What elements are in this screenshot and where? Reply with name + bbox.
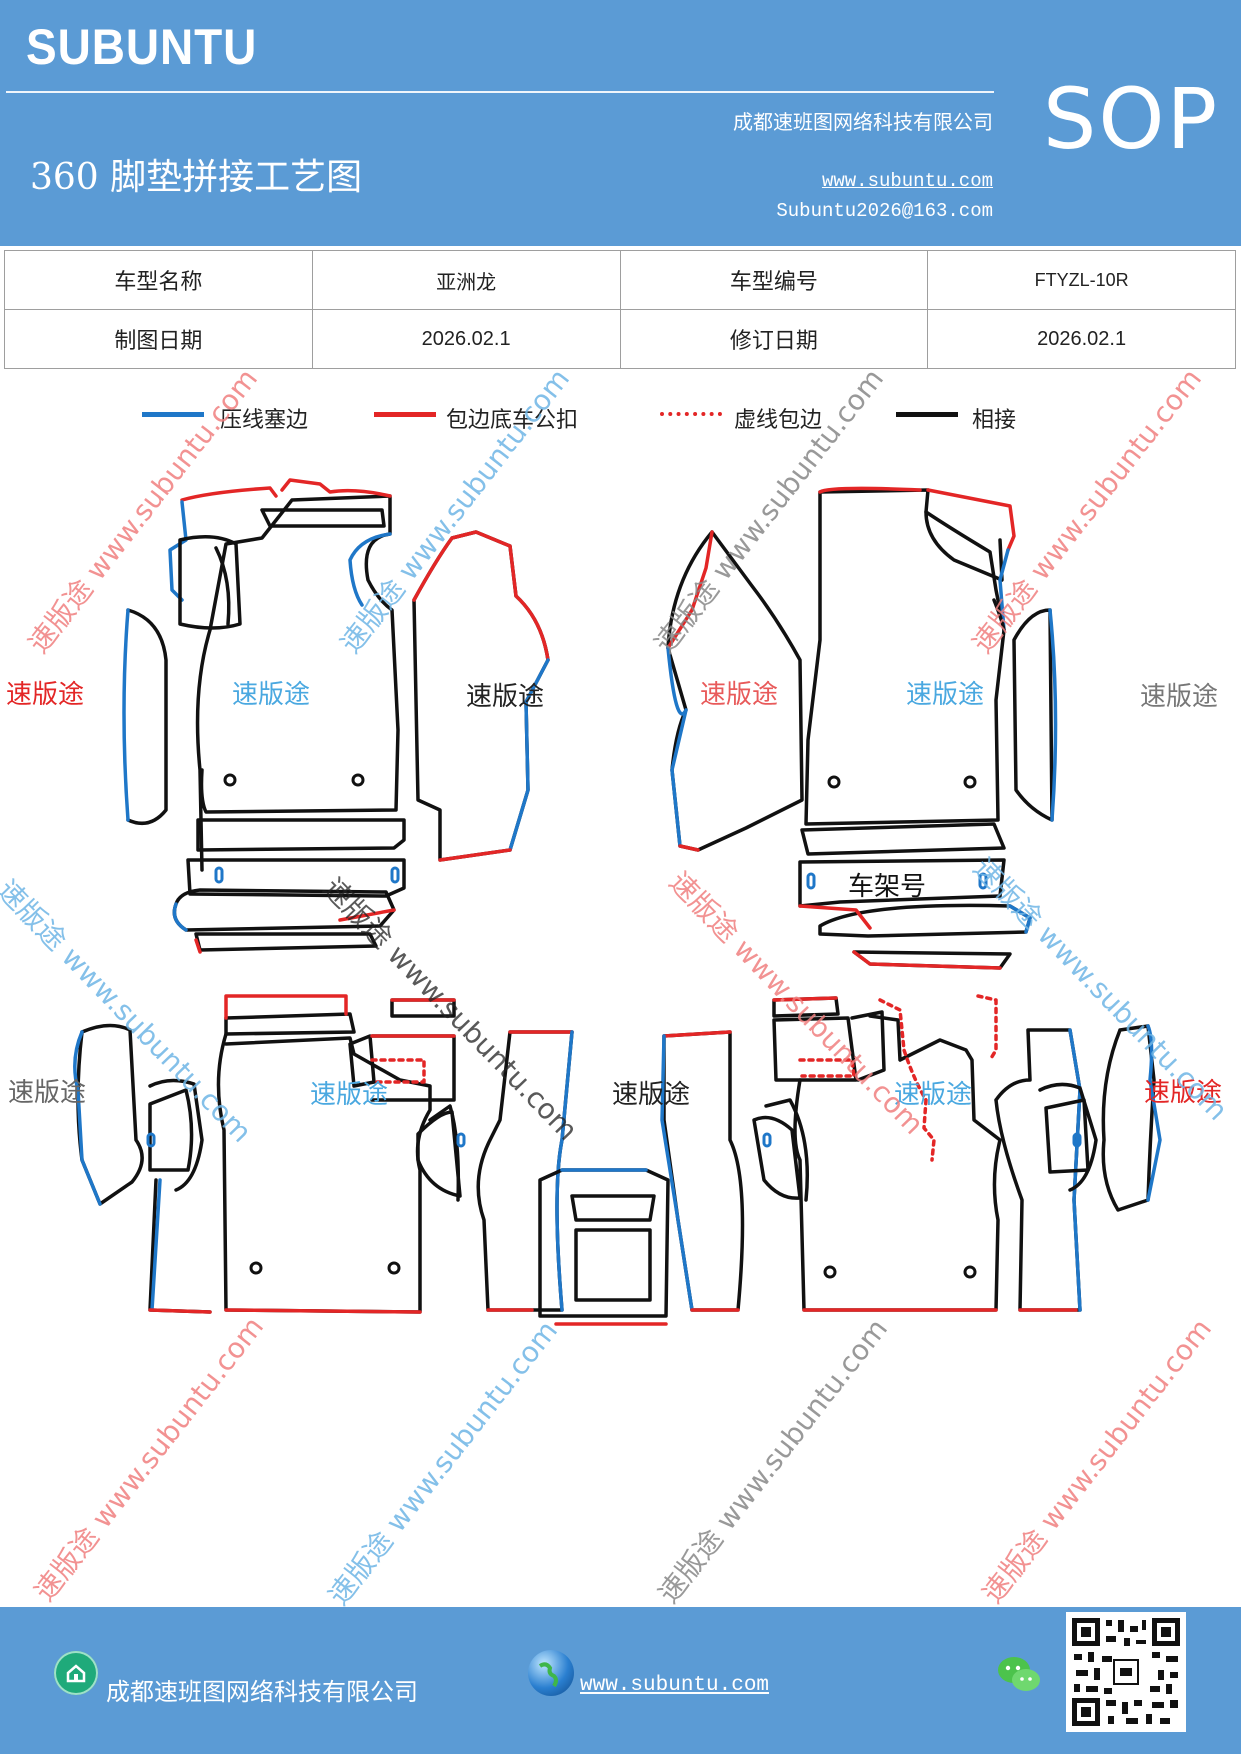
table-row: 车型名称 亚洲龙 车型编号 FTYZL-10R [4,250,1236,310]
globe-icon[interactable] [528,1650,574,1696]
piece-label: 速版途 [1144,1078,1223,1108]
home-icon[interactable] [54,1651,98,1695]
table-cell: 制图日期 [4,309,313,369]
piece-label: 速版途 [8,1078,87,1108]
brand-logo: SUBUNTU [26,19,258,75]
qr-code-image [1066,1612,1186,1732]
table-cell: 修订日期 [619,309,929,369]
frame-number-label: 车架号 [848,872,927,902]
pattern-svg [73,478,1162,1326]
table-row: 制图日期 2026.02.1 修订日期 2026.02.1 [4,309,1236,369]
email-address[interactable]: Subuntu2026@163.com [776,200,993,222]
piece-label: 速版途 [700,680,779,710]
legend-swatch-red [374,412,436,417]
header-divider [6,91,994,93]
legend-label: 虚线包边 [734,408,823,433]
piece-label: 速版途 [310,1080,389,1110]
table-cell: 2026.02.1 [311,309,621,369]
table-cell: 车型名称 [4,250,313,310]
mat-pattern-drawing: 速版途 速版途 速版途 速版途 速版途 速版途 车架号 速版途 速版途 速版途 … [0,440,1241,1600]
piece-label: 速版途 [612,1080,691,1110]
footer-website-link[interactable]: www.subuntu.com [580,1674,770,1697]
page-title: 360 脚垫拼接工艺图 [30,157,363,198]
legend-label: 相接 [972,408,1017,433]
header-band [0,0,1241,246]
company-name: 成都速班图网络科技有限公司 [733,110,993,134]
table-cell: FTYZL-10R [927,250,1236,310]
piece-label: 速版途 [906,680,985,710]
footer-company: 成都速班图网络科技有限公司 [106,1678,418,1706]
line-legend: 压线塞边 包边底车公扣 虚线包边 相接 [0,402,1241,438]
piece-label: 速版途 [232,680,311,710]
legend-swatch-black [896,412,958,417]
table-cell: 2026.02.1 [927,309,1236,369]
website-link[interactable]: www.subuntu.com [821,170,993,192]
piece-label: 速版途 [1140,682,1219,712]
legend-label: 压线塞边 [220,408,309,433]
mat-piece-bl-main [224,1012,356,1036]
piece-label: 速版途 [466,682,545,712]
table-cell: 车型编号 [619,250,929,310]
mat-piece-front-main [195,494,400,872]
piece-label: 速版途 [6,680,85,710]
mat-piece-br-side [1101,1024,1156,1212]
mat-piece-pocket [178,535,242,630]
sop-badge: SOP [1043,70,1220,168]
legend-swatch-red-dotted [660,412,722,416]
mat-piece-rear-left [666,530,804,852]
mat-piece-rear-main [804,488,1006,826]
mat-piece-rear-right-strip [1012,608,1054,822]
wechat-icon[interactable] [996,1654,1042,1696]
vehicle-info-table: 车型名称 亚洲龙 车型编号 FTYZL-10R 制图日期 2026.02.1 修… [4,250,1236,369]
legend-label: 包边底车公扣 [446,408,579,433]
piece-label: 速版途 [894,1080,973,1110]
legend-swatch-blue [142,412,204,417]
mat-piece-left-strip [126,608,168,826]
table-cell: 亚洲龙 [311,250,621,310]
